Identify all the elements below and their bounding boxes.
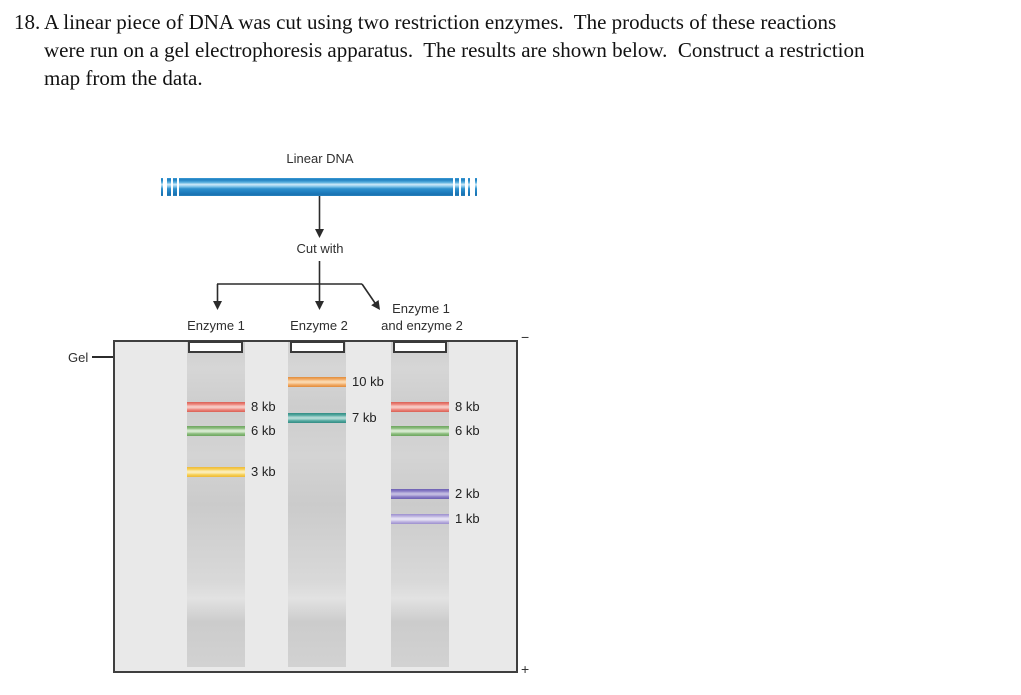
band-lane1-8kb xyxy=(187,402,245,412)
band-lane3-8kb xyxy=(391,402,449,412)
well-lane-3 xyxy=(393,341,447,353)
question-line-2: were run on a gel electrophoresis appara… xyxy=(44,38,865,62)
dna-end-dash xyxy=(468,178,470,196)
band-size-label: 10 kb xyxy=(352,374,384,389)
positive-electrode-symbol: + xyxy=(521,661,530,677)
band-lane1-6kb xyxy=(187,426,245,436)
linear-dna-bar xyxy=(179,178,453,196)
question-line-1: A linear piece of DNA was cut using two … xyxy=(44,10,837,34)
linear-dna-label: Linear DNA xyxy=(286,151,354,166)
dna-end-dash xyxy=(455,178,459,196)
gel-label: Gel xyxy=(68,350,89,365)
band-size-label: 7 kb xyxy=(352,410,377,425)
lane-3-heading-line-1: Enzyme 1 xyxy=(392,301,450,316)
well-lane-2 xyxy=(290,341,345,353)
question-line-3: map from the data. xyxy=(44,66,203,90)
cut-with-label: Cut with xyxy=(296,241,344,256)
band-lane1-3kb xyxy=(187,467,245,477)
arrow-diagram xyxy=(213,196,380,310)
gel-leader-line xyxy=(92,356,113,358)
arrow-down-icon xyxy=(315,196,324,238)
band-size-label: 6 kb xyxy=(455,423,480,438)
dna-end-dash xyxy=(167,178,171,196)
gel-lane-3 xyxy=(391,342,449,667)
dna-end-dash xyxy=(161,178,163,196)
band-size-label: 8 kb xyxy=(251,399,276,414)
arrow-down-icon xyxy=(213,284,222,310)
negative-electrode-symbol: − xyxy=(521,329,530,345)
lane-2-heading: Enzyme 2 xyxy=(290,318,348,333)
question-number: 18. xyxy=(14,10,41,34)
gel-lane-1 xyxy=(187,342,245,667)
band-lane3-1kb xyxy=(391,514,449,524)
dna-end-dash xyxy=(461,178,465,196)
lane-1-heading: Enzyme 1 xyxy=(187,318,245,333)
band-size-label: 3 kb xyxy=(251,464,276,479)
band-lane2-7kb xyxy=(288,413,346,423)
band-size-label: 1 kb xyxy=(455,511,480,526)
band-size-label: 6 kb xyxy=(251,423,276,438)
well-lane-1 xyxy=(188,341,243,353)
arrow-down-icon xyxy=(315,301,324,310)
band-lane3-6kb xyxy=(391,426,449,436)
dna-end-dash xyxy=(173,178,177,196)
dna-end-dash xyxy=(475,178,477,196)
band-size-label: 2 kb xyxy=(455,486,480,501)
band-lane3-2kb xyxy=(391,489,449,499)
band-lane2-10kb xyxy=(288,377,346,387)
band-size-label: 8 kb xyxy=(455,399,480,414)
gel-lane-2 xyxy=(288,342,346,667)
lane-3-heading-line-2: and enzyme 2 xyxy=(381,318,463,333)
arrow-diagonal-icon xyxy=(361,283,380,310)
